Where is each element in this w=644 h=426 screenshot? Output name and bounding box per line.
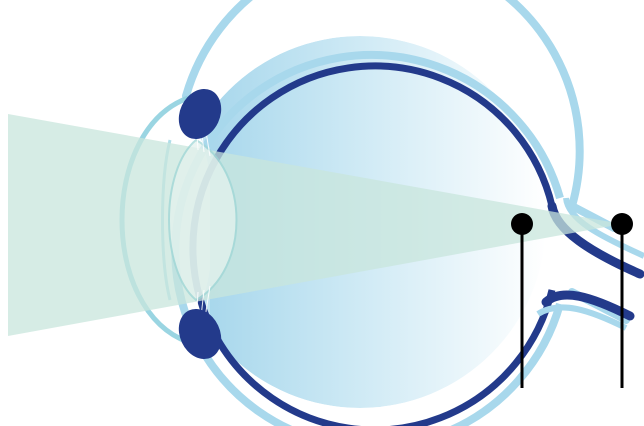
eye-diagram xyxy=(0,0,644,426)
eye-diagram-svg xyxy=(0,0,644,426)
